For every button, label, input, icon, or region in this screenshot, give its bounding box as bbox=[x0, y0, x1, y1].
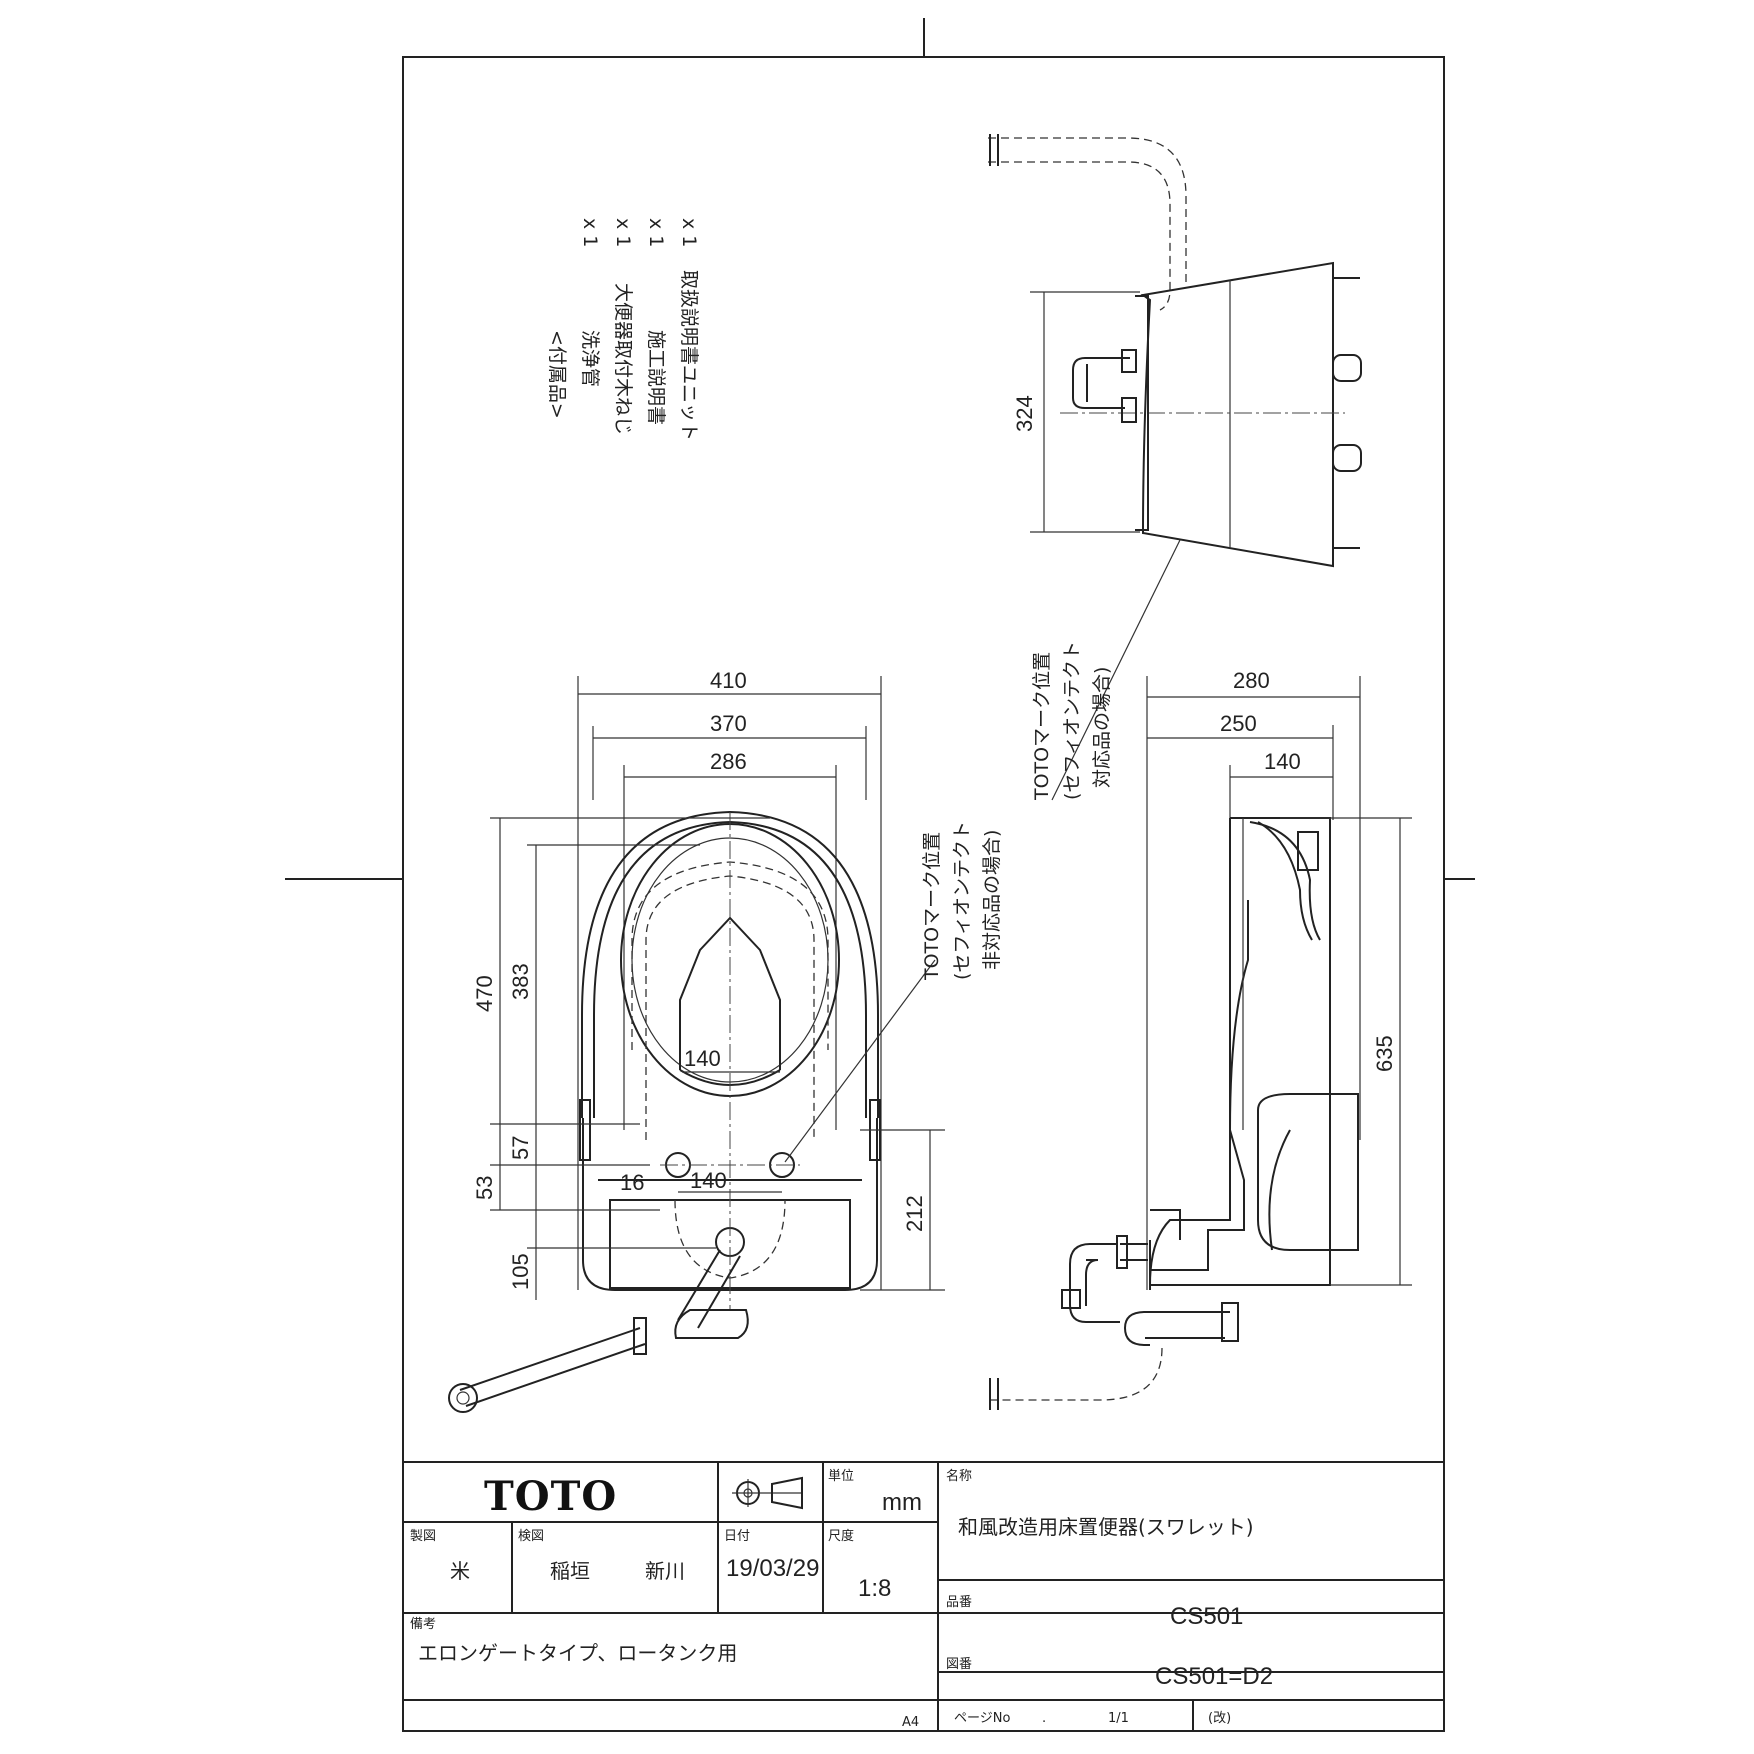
accessory-item-4: 取扱説明書ユニット bbox=[678, 270, 700, 441]
unit-value: mm bbox=[882, 1489, 922, 1516]
dim-105: 105 bbox=[508, 1253, 533, 1290]
side-view: 280 250 140 635 bbox=[988, 668, 1412, 1410]
accessory-item-2: 大便器取付木ねじ bbox=[612, 283, 634, 435]
accessory-qty-4: x 1 bbox=[678, 218, 700, 247]
revision: (改) bbox=[1208, 1711, 1231, 1726]
dim-bolt-140: 140 bbox=[690, 1168, 727, 1193]
page-label: ページNo bbox=[954, 1711, 1010, 1726]
dim-280: 280 bbox=[1233, 668, 1270, 693]
title-block: TOTO 単位 mm 名称 和風改造用床置便器(スワレット) 製図 米 検図 稲… bbox=[403, 1461, 1444, 1731]
scale-value: 1:8 bbox=[858, 1575, 891, 1602]
dim-383: 383 bbox=[508, 963, 533, 1000]
dim-53: 53 bbox=[472, 1176, 497, 1200]
page-value: 1/1 bbox=[1108, 1711, 1129, 1726]
part-label: 品番 bbox=[946, 1595, 972, 1610]
name-label: 名称 bbox=[946, 1468, 972, 1484]
side-mark-line-3: 対応品の場合) bbox=[1091, 667, 1113, 788]
plan-mark-line-2: (セフィオンテクト bbox=[951, 821, 973, 980]
dim-370: 370 bbox=[710, 711, 747, 736]
dim-inner-140: 140 bbox=[684, 1046, 721, 1071]
dim-212: 212 bbox=[902, 1195, 927, 1232]
accessory-qty-2: x 1 bbox=[612, 218, 634, 247]
plan-mark-note: TOTOマーク位置 (セフィオンテクト 非対応品の場合) bbox=[921, 821, 1003, 981]
drawing-value: CS501=D2 bbox=[1155, 1663, 1273, 1690]
drawn-label: 製図 bbox=[410, 1529, 436, 1544]
name-value: 和風改造用床置便器(スワレット) bbox=[958, 1515, 1254, 1539]
date-label: 日付 bbox=[724, 1529, 750, 1544]
accessory-qty-1: x 1 bbox=[579, 218, 601, 247]
date-value: 19/03/29 bbox=[726, 1555, 819, 1582]
checked-value-2: 新川 bbox=[645, 1559, 685, 1583]
drawn-value: 米 bbox=[450, 1559, 470, 1583]
dim-410: 410 bbox=[710, 668, 747, 693]
accessory-item-1: 洗浄管 bbox=[579, 330, 601, 387]
side-mark-note: TOTOマーク位置 (セフィオンテクト 対応品の場合) bbox=[1031, 641, 1113, 801]
dim-286: 286 bbox=[710, 749, 747, 774]
paper-size: A4 bbox=[902, 1715, 919, 1730]
accessories-heading: <付属品> bbox=[546, 330, 568, 419]
accessory-qty-3: x 1 bbox=[645, 218, 667, 247]
checked-value-1: 稲垣 bbox=[550, 1559, 590, 1583]
side-mark-line-2: (セフィオンテクト bbox=[1061, 641, 1083, 800]
part-value: CS501 bbox=[1170, 1603, 1243, 1630]
checked-label: 検図 bbox=[518, 1529, 544, 1544]
dim-324: 324 bbox=[1012, 395, 1037, 432]
top-view: 324 bbox=[988, 134, 1362, 801]
page-dot: . bbox=[1042, 1711, 1046, 1726]
plan-mark-line-1: TOTOマーク位置 bbox=[921, 832, 943, 981]
accessories-list: <付属品> 洗浄管 大便器取付木ねじ 施工説明書 取扱説明書ユニット x 1 x… bbox=[546, 218, 700, 441]
drawing-label: 図番 bbox=[946, 1657, 972, 1672]
dim-57: 57 bbox=[508, 1136, 533, 1160]
scale-label: 尺度 bbox=[828, 1528, 854, 1544]
plan-view: 410 370 286 bbox=[448, 668, 945, 1413]
remarks-label: 備考 bbox=[410, 1616, 436, 1632]
dim-side-140: 140 bbox=[1264, 749, 1301, 774]
projection-symbol-icon bbox=[732, 1476, 803, 1510]
plan-mark-line-3: 非対応品の場合) bbox=[981, 830, 1003, 970]
dim-470: 470 bbox=[472, 975, 497, 1012]
dim-250: 250 bbox=[1220, 711, 1257, 736]
toto-logo: TOTO bbox=[484, 1473, 617, 1520]
dim-635: 635 bbox=[1372, 1035, 1397, 1072]
accessory-item-3: 施工説明書 bbox=[645, 330, 667, 425]
side-mark-line-1: TOTOマーク位置 bbox=[1031, 652, 1053, 801]
unit-label: 単位 bbox=[828, 1468, 854, 1484]
remarks-value: エロンゲートタイプ、ロータンク用 bbox=[418, 1641, 737, 1665]
dim-16: 16 bbox=[620, 1170, 644, 1195]
